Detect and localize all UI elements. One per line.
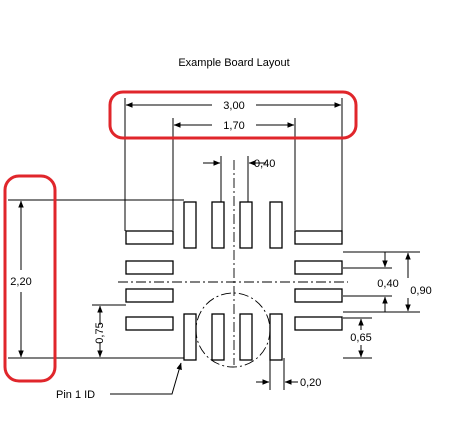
dim-right-height: 0,90	[405, 252, 432, 312]
pads-top-row	[183, 201, 283, 249]
pad	[183, 201, 197, 249]
extension-lines	[8, 98, 420, 390]
dim-left-height: 0,75	[94, 305, 106, 358]
pad	[269, 201, 283, 249]
pad	[183, 313, 197, 361]
pad	[294, 288, 343, 303]
dim-pad-width: 0,20	[256, 377, 321, 389]
pads-right-column	[294, 230, 343, 331]
pad	[125, 260, 174, 275]
dim-right-lower: 0,65	[343, 318, 372, 359]
dim-label-right-height: 0,90	[410, 285, 431, 297]
dim-label-pad-pitch-right: 0,40	[377, 278, 398, 290]
dim-label-overall-width: 3,00	[223, 100, 244, 112]
pad	[269, 313, 283, 361]
pad	[125, 230, 174, 245]
pin1-leader: Pin 1 ID	[56, 362, 182, 401]
pads-bottom-row	[183, 313, 283, 361]
pad	[294, 316, 343, 331]
dim-label-inner-width: 1,70	[223, 120, 244, 132]
pad	[211, 201, 225, 249]
pad	[294, 260, 343, 275]
pad	[239, 201, 253, 249]
pin1-circle	[195, 292, 271, 368]
dim-label-pad-pitch-top: 0,40	[254, 158, 275, 170]
pad	[294, 230, 343, 245]
dim-label-right-lower: 0,65	[350, 332, 371, 344]
highlight-width-box	[108, 90, 358, 140]
highlight-height-box	[3, 174, 57, 383]
dim-pad-pitch-right: 0,40	[377, 252, 399, 312]
center-lines	[118, 160, 348, 365]
dim-overall-height: 2,20	[10, 200, 32, 358]
pad	[125, 316, 174, 331]
pad	[211, 313, 225, 361]
dim-pad-pitch-top: 0,40	[203, 158, 275, 170]
dim-label-left-height: 0,75	[94, 322, 106, 343]
pad	[125, 288, 174, 303]
pin1-label: Pin 1 ID	[56, 389, 95, 401]
dim-label-pad-width: 0,20	[300, 377, 321, 389]
dim-overall-width: 3,00	[125, 100, 342, 112]
dim-inner-width: 1,70	[173, 120, 295, 132]
pad	[239, 313, 253, 361]
dim-label-overall-height: 2,20	[10, 276, 31, 288]
drawing-title: Example Board Layout	[178, 57, 289, 69]
pads-left-column	[125, 230, 174, 331]
